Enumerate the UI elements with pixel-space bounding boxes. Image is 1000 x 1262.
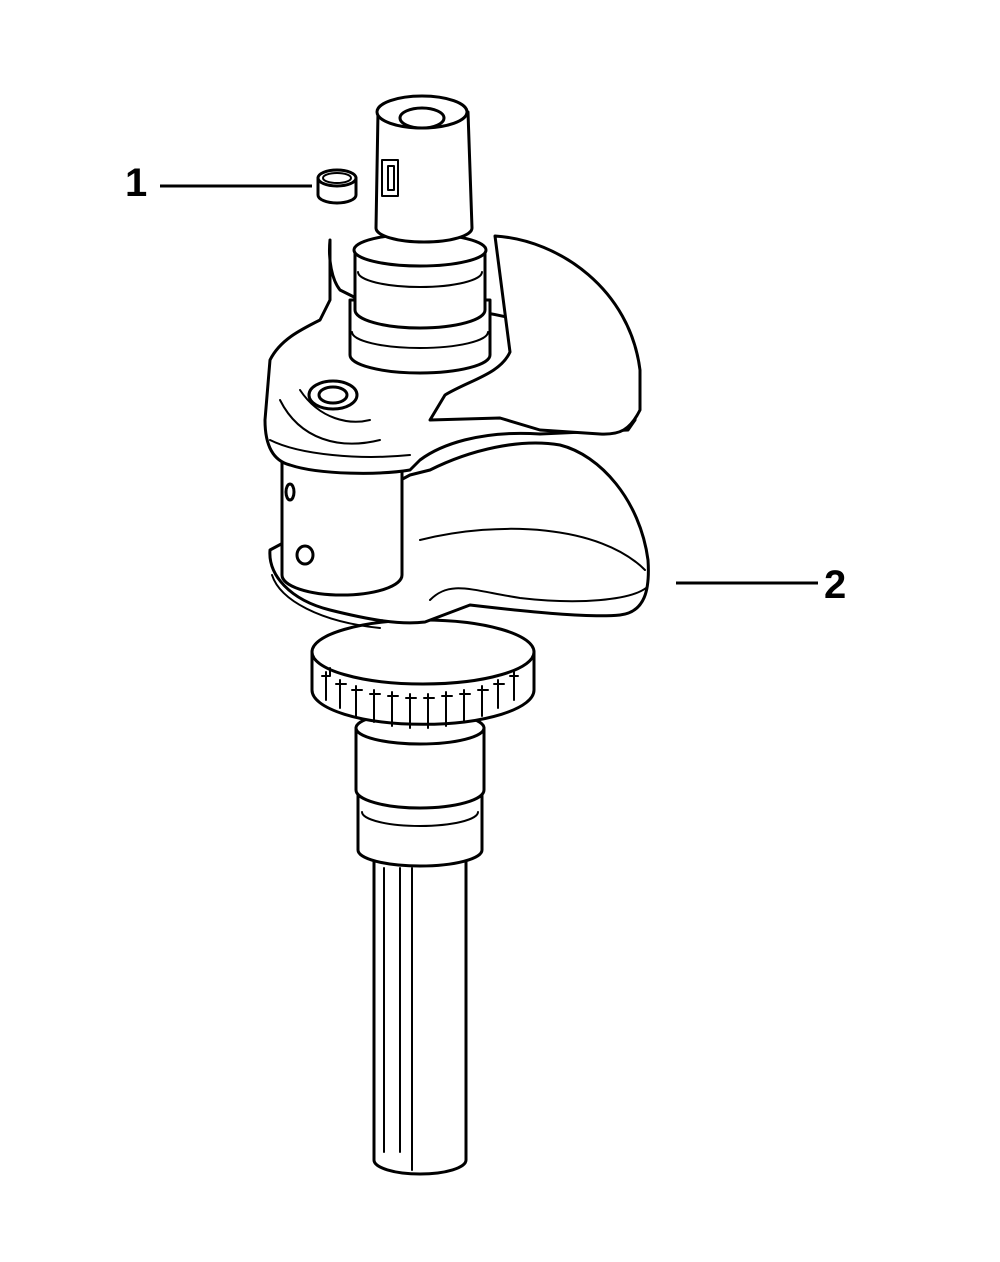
part-1-ring xyxy=(316,168,358,205)
timing-gear xyxy=(310,618,536,729)
crank-pin xyxy=(280,458,404,597)
callout-1-number: 1 xyxy=(125,161,148,205)
oil-hole xyxy=(307,379,359,411)
part-2-crankshaft xyxy=(263,94,650,1176)
callout-2-number: 2 xyxy=(824,563,847,607)
main-journal xyxy=(348,232,492,375)
tapered-stub xyxy=(374,94,474,244)
